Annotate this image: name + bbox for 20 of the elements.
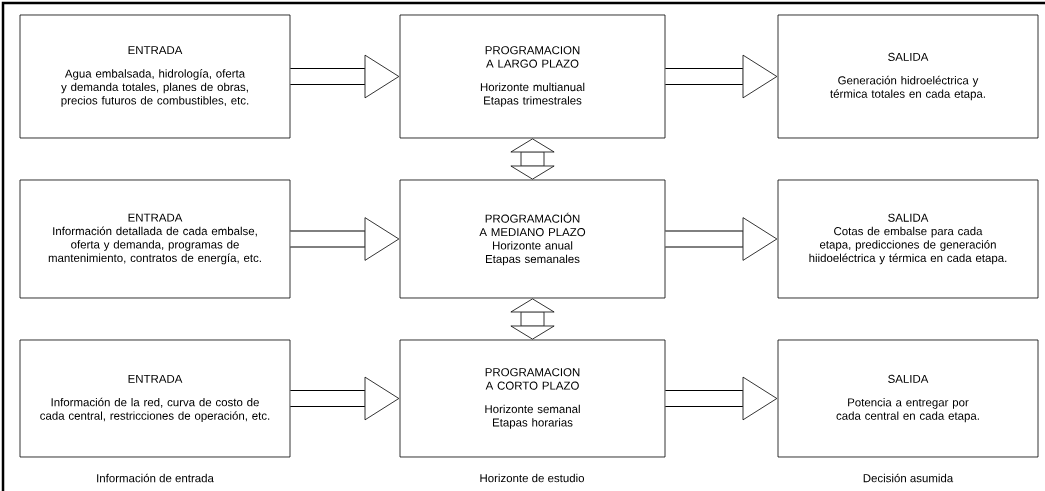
block-arrow [665,376,778,421]
block-arrow [290,376,400,421]
block-arrow [290,217,400,261]
column-label: Información de entrada [97,473,214,483]
process-box: PROGRAMACION A LARGO PLAZO Horizonte multianual Etapas trimestrales [399,14,666,139]
process-box: ENTRADA Información detallada de cada embalse, oferta y demanda, programas de mantenimiento, contratos de energía, etc. [19,179,291,299]
process-box: SALIDA Potencia a entregar por cada central en cada etapa. [777,339,1039,458]
process-box: PROGRAMACIÓN A MEDIANO PLAZO Horizonte anual Etapas semanales [399,179,666,299]
block-arrow [665,217,778,261]
block-arrow [510,138,555,180]
column-label: Horizonte de estudio [480,473,585,483]
process-box: PROGRAMACION A CORTO PLAZO Horizonte semanal Etapas horarias [399,339,666,458]
process-box: SALIDA Generación hidroeléctrica y térmica totales en cada etapa. [777,14,1039,139]
process-box: ENTRADA Información de la red, curva de costo de cada central, restricciones de operación, etc. [19,339,291,458]
process-box: SALIDA Cotas de embalse para cada etapa, predicciones de generación hiidoeléctrica y térmica en cada etapa. [777,179,1039,299]
block-arrow [665,54,778,99]
block-arrow [510,298,555,340]
column-label: Decisión asumida [863,473,954,483]
block-arrow [290,54,400,99]
process-box: ENTRADA Agua embalsada, hidrología, oferta y demanda totales, planes de obras, precios futuros de combustibles, etc. [19,14,291,139]
